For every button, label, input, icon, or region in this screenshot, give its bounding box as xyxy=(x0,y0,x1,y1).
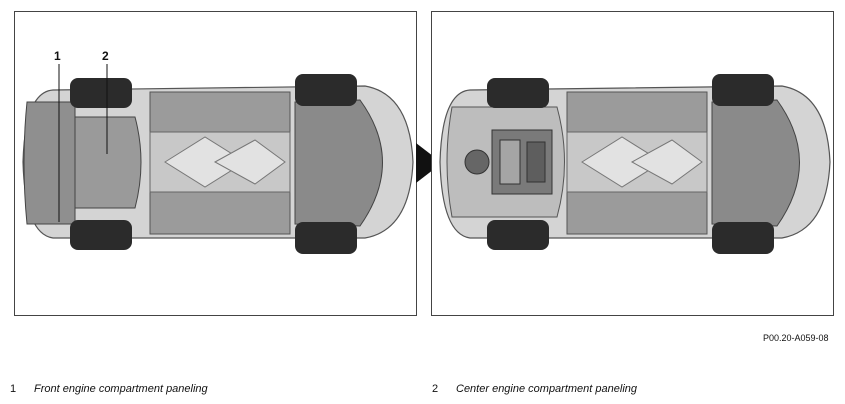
legend-text: Front engine compartment paneling xyxy=(34,383,208,395)
arrow-right-icon xyxy=(416,143,442,183)
figure-panel-with-paneling: 1 2 xyxy=(14,11,417,316)
legend-item: 2 Center engine compartment paneling xyxy=(432,383,637,395)
car-underside-illustration xyxy=(22,64,414,254)
figure-reference-code: P00.20-A059-08 xyxy=(763,333,829,343)
legend-number: 2 xyxy=(432,383,439,395)
legend-text: Center engine compartment paneling xyxy=(456,383,638,395)
car-underside-exposed-illustration xyxy=(439,74,831,254)
callout-1: 1 xyxy=(54,49,61,63)
legend-number: 1 xyxy=(10,383,17,395)
figure-panel-paneling-removed xyxy=(431,11,834,316)
legend-item: 1 Front engine compartment paneling xyxy=(10,383,208,395)
callout-2: 2 xyxy=(102,49,109,63)
